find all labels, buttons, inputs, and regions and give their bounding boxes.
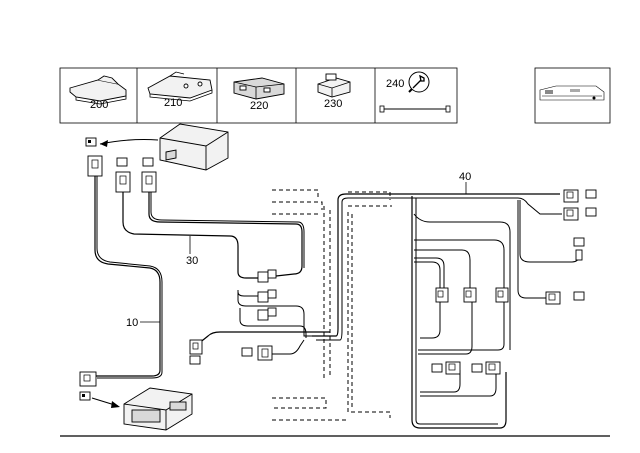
connector-icon	[257, 345, 273, 361]
body-outline	[272, 189, 392, 421]
connector-icon	[241, 347, 253, 357]
connector-icon	[79, 371, 97, 387]
vehicle-reference-icon	[539, 85, 605, 101]
connector-icon	[87, 155, 103, 177]
leader-arrow	[99, 139, 159, 145]
thumbnail-label: 200	[90, 99, 108, 111]
control-unit[interactable]	[159, 123, 229, 171]
connector-icon	[471, 363, 483, 373]
connector-icon	[257, 269, 277, 283]
connector-icon	[585, 189, 597, 199]
callout-40: 40	[459, 171, 471, 183]
connector-icon	[495, 287, 509, 303]
connector-icon	[141, 171, 157, 193]
thumbnail-label: 220	[250, 100, 268, 112]
thumbnail-240[interactable]: 240	[379, 71, 451, 113]
harness-40[interactable]	[312, 193, 581, 429]
callout-30: 30	[186, 255, 198, 267]
connector-icon	[257, 289, 277, 303]
connector-icon	[563, 189, 579, 203]
bracket-icon	[147, 71, 213, 102]
thumbnail-200[interactable]: 200	[69, 75, 127, 111]
connector-icon	[257, 307, 277, 321]
connector-icon	[85, 137, 97, 147]
thumbnail-label: 230	[324, 98, 342, 110]
connector-icon	[431, 363, 443, 373]
connector-icon	[142, 157, 154, 167]
connector-icon	[573, 237, 585, 261]
connector-icon	[563, 207, 579, 221]
connector-icon	[115, 171, 131, 193]
connector-icon	[189, 339, 203, 355]
thumbnail-label: 240	[386, 78, 404, 90]
connector-icon	[545, 291, 561, 305]
connector-icon	[573, 291, 585, 301]
plug-icon	[317, 73, 351, 98]
connector-icon	[585, 207, 597, 217]
connector-icon	[445, 361, 461, 375]
connector-icon	[79, 391, 91, 401]
thumbnail-220[interactable]: 220	[233, 77, 285, 112]
connector-housing-icon	[69, 75, 127, 105]
connector-block-icon	[233, 77, 285, 100]
connector-icon	[116, 157, 128, 167]
thumbnail-strip: 200 210 220	[59, 67, 458, 124]
harness-10[interactable]	[94, 176, 163, 379]
repair-cable-icon	[379, 71, 451, 113]
vehicle-reference-panel[interactable]	[534, 67, 611, 124]
thumbnail-230[interactable]: 230	[317, 73, 351, 110]
module-box[interactable]	[123, 387, 193, 431]
thumbnail-label: 210	[164, 97, 182, 109]
callout-10: 10	[126, 317, 138, 329]
connector-icon	[435, 287, 449, 303]
connector-icon	[463, 287, 477, 303]
connector-icon	[189, 355, 201, 365]
thumbnail-210[interactable]: 210	[147, 71, 213, 109]
connector-icon	[485, 361, 501, 375]
harness-30[interactable]	[122, 192, 330, 355]
